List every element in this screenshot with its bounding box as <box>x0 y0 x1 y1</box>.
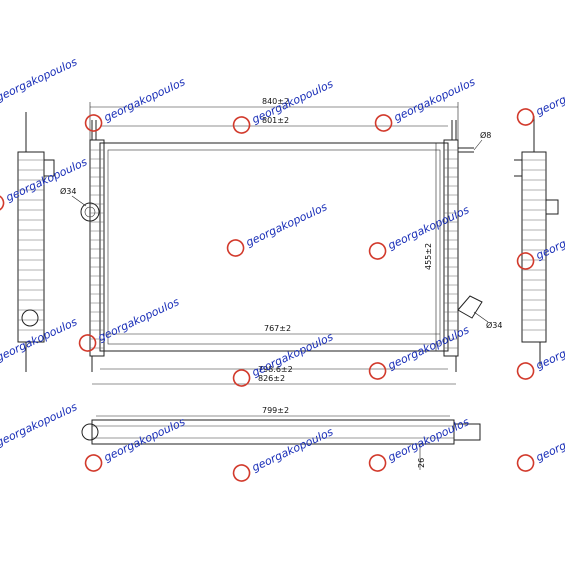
watermark-text: georgakopoulos <box>102 75 188 124</box>
dim-inlet-diameter: Ø34 <box>60 186 76 196</box>
radiator-core-frame <box>99 142 449 352</box>
watermark-tile: georgakopoulos <box>232 425 336 482</box>
left-side-bracket <box>44 159 55 177</box>
watermark-text: georgakopoulos <box>534 69 565 118</box>
radiator-core <box>107 149 441 345</box>
watermark-text: georgakopoulos <box>0 315 79 364</box>
dim-vent-diameter: Ø8 <box>480 130 491 140</box>
watermark-text: georgakopoulos <box>96 295 182 344</box>
watermark-text: georgakopoulos <box>0 55 79 104</box>
watermark-logo-icon <box>0 194 5 212</box>
watermark-tile: georgakopoulos <box>368 203 471 260</box>
watermark-logo-icon <box>516 454 535 472</box>
watermark-logo-icon <box>368 362 387 380</box>
front-dimensions: 840±2 801±2 767±2 798.6±2 826±2 455±2 Ø3… <box>60 97 502 385</box>
watermark-text: georgakopoulos <box>244 200 330 249</box>
watermark-tile: georgakopoulos <box>78 295 182 352</box>
leader-inlet <box>71 195 87 207</box>
dim-height: 455±2 <box>424 243 433 270</box>
watermark-logo-icon <box>78 334 97 352</box>
watermark-text: georgakopoulos <box>0 400 79 449</box>
right-tank-ribs <box>444 149 458 349</box>
watermark-tile: georgakopoulos <box>0 400 79 449</box>
watermark-logo-icon <box>368 242 387 260</box>
watermark-text: georgakopoulos <box>534 415 565 464</box>
watermark-tile: georgakopoulos <box>0 55 79 104</box>
right-side-pipe <box>545 199 559 215</box>
watermark-text: georgakopoulos <box>4 155 90 204</box>
watermark-logo-icon <box>232 369 251 387</box>
watermark-logo-icon <box>516 252 535 270</box>
watermark-tile: georgakopoulos <box>84 415 188 472</box>
dim-tube-width: 799±2 <box>262 406 289 415</box>
watermark-text: georgakopoulos <box>392 75 478 124</box>
bottom-view-left-pipe <box>81 423 99 441</box>
right-side-bracket <box>514 159 523 177</box>
watermark-text: georgakopoulos <box>386 323 472 372</box>
outlet-pipe <box>457 295 483 319</box>
left-tank <box>89 139 105 357</box>
left-tank-ribs <box>90 149 104 349</box>
bottom-view-right-pipe <box>454 423 481 441</box>
watermark-text: georgakopoulos <box>102 415 188 464</box>
watermark-logo-icon <box>516 362 535 380</box>
watermark-text: georgakopoulos <box>534 213 565 262</box>
left-side-pipe <box>21 309 39 327</box>
watermark-logo-icon <box>368 454 387 472</box>
bottom-view-body <box>91 419 455 445</box>
inlet-pipe <box>80 202 100 222</box>
left-side-ribs <box>18 159 44 331</box>
radiator-left-side-view <box>17 112 55 372</box>
radiator-front-view <box>80 120 483 372</box>
dim-bottom-width-b: 826±2 <box>258 374 285 383</box>
watermark-tile: georgakopoulos <box>226 200 330 257</box>
dim-core-frame-width: 801±2 <box>262 116 289 125</box>
dim-core-width: 767±2 <box>264 324 291 333</box>
watermark-logo-icon <box>84 114 103 132</box>
dim-bottom-width-a: 798.6±2 <box>258 365 293 374</box>
watermark-tile: georgakopoulos <box>232 77 335 134</box>
watermark-logo-icon <box>232 464 251 482</box>
radiator-bottom-view: 799±2 26 <box>81 406 481 470</box>
dim-overall-width: 840±2 <box>262 97 289 106</box>
inlet-pipe-bore <box>84 206 96 218</box>
right-side-ribs <box>522 159 546 331</box>
watermark-logo-icon <box>84 454 103 472</box>
watermark-tile: georgakopoulos <box>374 75 478 132</box>
watermark-tile: georgakopoulos <box>84 75 188 132</box>
watermark-logo-icon <box>226 239 245 257</box>
leader-vent <box>473 139 483 151</box>
watermark-tile: georgakopoulos <box>516 69 565 126</box>
right-tank <box>443 139 459 357</box>
dim-outlet-diameter: Ø34 <box>486 320 502 330</box>
watermark-tile: georgakopoulos <box>0 315 79 364</box>
left-side-body <box>17 151 45 343</box>
leader-outlet <box>473 311 489 323</box>
watermark-logo-icon <box>374 114 393 132</box>
watermark-text: georgakopoulos <box>534 323 565 372</box>
watermark-tile: georgakopoulos <box>0 155 90 212</box>
watermark-logo-icon <box>516 108 535 126</box>
radiator-right-side-view <box>514 116 559 366</box>
dim-depth: 26 <box>417 458 426 468</box>
watermark-text: georgakopoulos <box>250 425 336 474</box>
watermark-logo-icon <box>232 116 251 134</box>
watermark-tile: georgakopoulos <box>516 415 565 472</box>
